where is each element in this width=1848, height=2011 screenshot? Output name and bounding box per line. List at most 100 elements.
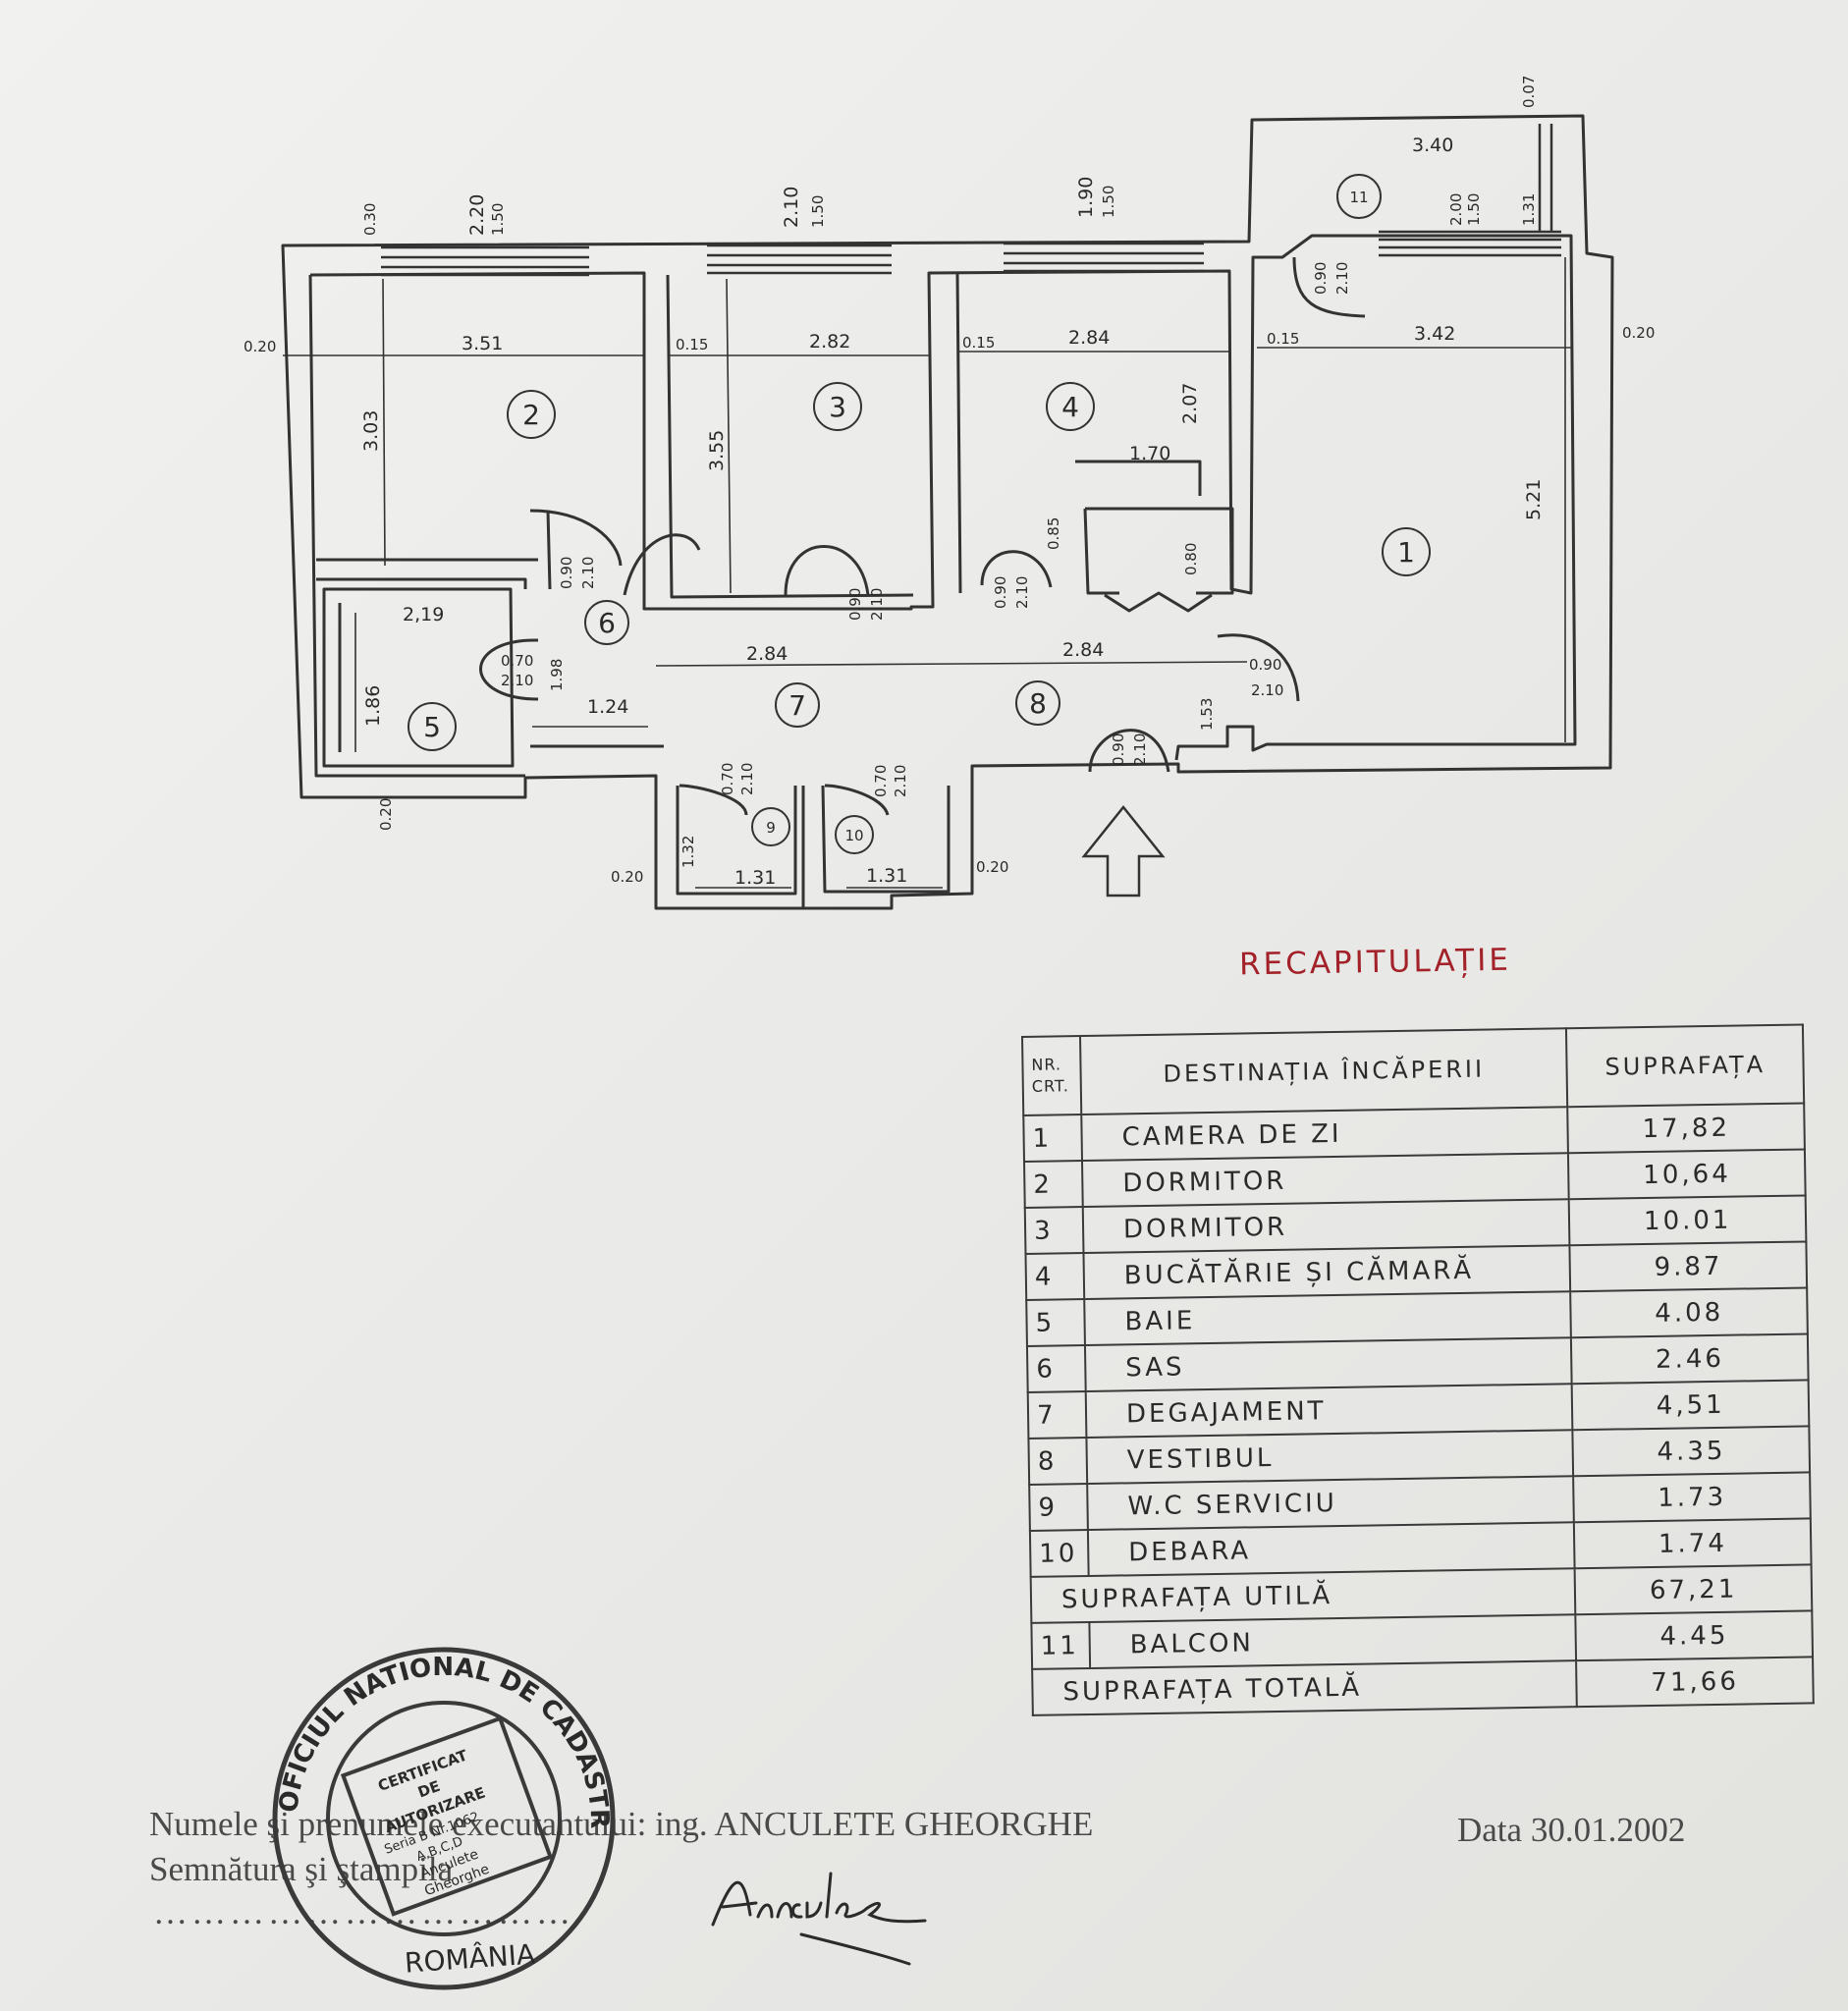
svg-text:0.70: 0.70 — [501, 652, 533, 670]
svg-text:0.90: 0.90 — [1312, 262, 1330, 295]
svg-text:1.32: 1.32 — [679, 836, 697, 868]
svg-text:0.90: 0.90 — [846, 588, 864, 621]
svg-text:2.10: 2.10 — [501, 672, 533, 689]
svg-text:2.10: 2.10 — [892, 765, 909, 797]
room-label-2: 2 — [522, 399, 540, 431]
svg-text:0.20: 0.20 — [244, 338, 276, 355]
room-label-9: 9 — [766, 819, 776, 837]
date-line: Data 30.01.2002 — [1457, 1811, 1686, 1849]
official-stamp: OFICIUL NATIONAL DE CADASTRU, GEODEZIE S… — [257, 1626, 616, 1990]
handwritten-signature — [711, 1872, 927, 1966]
floor-plan: 1 2 3 4 5 6 7 8 9 10 11 0.20 3.51 0.15 2… — [244, 76, 1655, 910]
svg-text:0.20: 0.20 — [377, 798, 395, 831]
svg-text:2.20: 2.20 — [466, 194, 488, 236]
svg-text:2.10: 2.10 — [781, 187, 802, 228]
header-dest: DESTINAȚIA ÎNCĂPERII — [1079, 1028, 1568, 1115]
room-label-11: 11 — [1349, 189, 1368, 206]
door-arc — [623, 533, 701, 596]
svg-text:1.90: 1.90 — [1075, 177, 1097, 218]
svg-text:0.90: 0.90 — [992, 576, 1009, 609]
svg-text:1.50: 1.50 — [1465, 193, 1483, 226]
svg-text:0.15: 0.15 — [1267, 330, 1299, 348]
svg-text:1.31: 1.31 — [866, 865, 907, 887]
svg-text:2.10: 2.10 — [738, 763, 756, 795]
door-arc — [679, 784, 748, 816]
door-arc — [824, 784, 890, 816]
door-arc — [529, 509, 623, 567]
svg-text:2.10: 2.10 — [868, 588, 886, 621]
entrance-arrow-icon — [1081, 804, 1166, 897]
svg-text:5.21: 5.21 — [1523, 479, 1545, 520]
svg-text:3.55: 3.55 — [706, 430, 728, 471]
svg-text:1.50: 1.50 — [489, 203, 507, 236]
svg-text:1.50: 1.50 — [1100, 186, 1117, 218]
svg-text:1.50: 1.50 — [809, 195, 827, 228]
table-header-row: NR.CRT. DESTINAȚIA ÎNCĂPERII SUPRAFAȚA — [1022, 1024, 1805, 1115]
svg-text:3.03: 3.03 — [360, 410, 382, 452]
room-label-4: 4 — [1061, 391, 1079, 423]
door-arc — [784, 545, 870, 596]
svg-text:1.31: 1.31 — [734, 867, 776, 889]
svg-text:0.30: 0.30 — [361, 203, 379, 236]
door-arc — [1292, 256, 1366, 318]
svg-text:1.53: 1.53 — [1198, 698, 1216, 731]
svg-text:2.10: 2.10 — [1251, 681, 1283, 699]
svg-text:1.31: 1.31 — [1520, 193, 1538, 226]
dimension-labels: 0.20 3.51 0.15 2.82 0.15 2.84 0.15 3.42 … — [244, 135, 1655, 889]
svg-text:2.00: 2.00 — [1447, 193, 1465, 226]
executant-name-line: Numele şi prenumele executantului: ing. … — [149, 1805, 1094, 1843]
svg-text:0.90: 0.90 — [558, 557, 575, 589]
svg-text:0.70: 0.70 — [719, 763, 736, 795]
svg-text:2.10: 2.10 — [1131, 734, 1149, 766]
svg-text:0.20: 0.20 — [611, 868, 643, 886]
svg-text:0.90: 0.90 — [1249, 656, 1281, 674]
room-label-8: 8 — [1029, 687, 1047, 720]
svg-text:2,19: 2,19 — [403, 604, 444, 625]
svg-text:0.90: 0.90 — [1110, 734, 1127, 766]
outer-wall — [281, 114, 1614, 910]
windows — [381, 124, 1561, 277]
inner-wall — [309, 234, 1577, 761]
door-arc — [980, 550, 1053, 588]
room-label-1: 1 — [1397, 536, 1415, 569]
room-label-10: 10 — [844, 827, 863, 844]
svg-text:2.84: 2.84 — [1062, 639, 1104, 661]
door-arc — [479, 638, 539, 701]
svg-text:0.70: 0.70 — [872, 765, 890, 797]
vertical-dimension-labels: 0.30 2.20 1.50 2.10 1.50 1.90 1.50 0.07 … — [360, 76, 1545, 868]
svg-text:2.82: 2.82 — [809, 331, 850, 353]
svg-text:1.70: 1.70 — [1129, 443, 1170, 464]
room-label-6: 6 — [598, 607, 616, 639]
svg-text:1.98: 1.98 — [548, 659, 566, 691]
signature-line-label: Semnătura şi ştampila — [149, 1850, 454, 1888]
svg-text:0.07: 0.07 — [1520, 76, 1538, 108]
svg-text:1.24: 1.24 — [587, 696, 628, 718]
svg-text:3.51: 3.51 — [462, 333, 503, 354]
room-label-5: 5 — [423, 711, 441, 743]
svg-text:2.84: 2.84 — [1068, 327, 1110, 349]
svg-text:OFICIUL NATIONAL DE CADASTRU,: OFICIUL NATIONAL DE CADASTRU, GEODEZIE S… — [257, 1626, 614, 1829]
header-supr: SUPRAFAȚA — [1566, 1024, 1805, 1108]
svg-text:3.42: 3.42 — [1414, 323, 1455, 345]
door-arc — [1217, 633, 1300, 702]
svg-text:2.84: 2.84 — [746, 643, 788, 665]
svg-text:2.10: 2.10 — [579, 557, 597, 589]
svg-text:0.80: 0.80 — [1182, 543, 1200, 575]
svg-text:0.20: 0.20 — [1622, 324, 1655, 342]
svg-text:2.10: 2.10 — [1333, 262, 1351, 295]
room-label-7: 7 — [788, 689, 806, 722]
door-arc — [1088, 729, 1170, 773]
header-nr: NR.CRT. — [1022, 1036, 1082, 1115]
svg-text:2.10: 2.10 — [1013, 576, 1031, 609]
room-label-3: 3 — [829, 391, 846, 423]
recap-title: RECAPITULAȚIE — [1238, 942, 1512, 983]
svg-text:0.15: 0.15 — [676, 336, 708, 353]
svg-text:0.85: 0.85 — [1045, 517, 1062, 550]
recap-table: NR.CRT. DESTINAȚIA ÎNCĂPERII SUPRAFAȚA 1… — [1021, 1023, 1815, 1715]
svg-text:3.40: 3.40 — [1412, 135, 1453, 156]
svg-text:0.15: 0.15 — [962, 334, 995, 352]
svg-text:0.20: 0.20 — [976, 858, 1008, 876]
svg-text:2.07: 2.07 — [1179, 383, 1201, 424]
svg-text:1.86: 1.86 — [362, 685, 384, 727]
